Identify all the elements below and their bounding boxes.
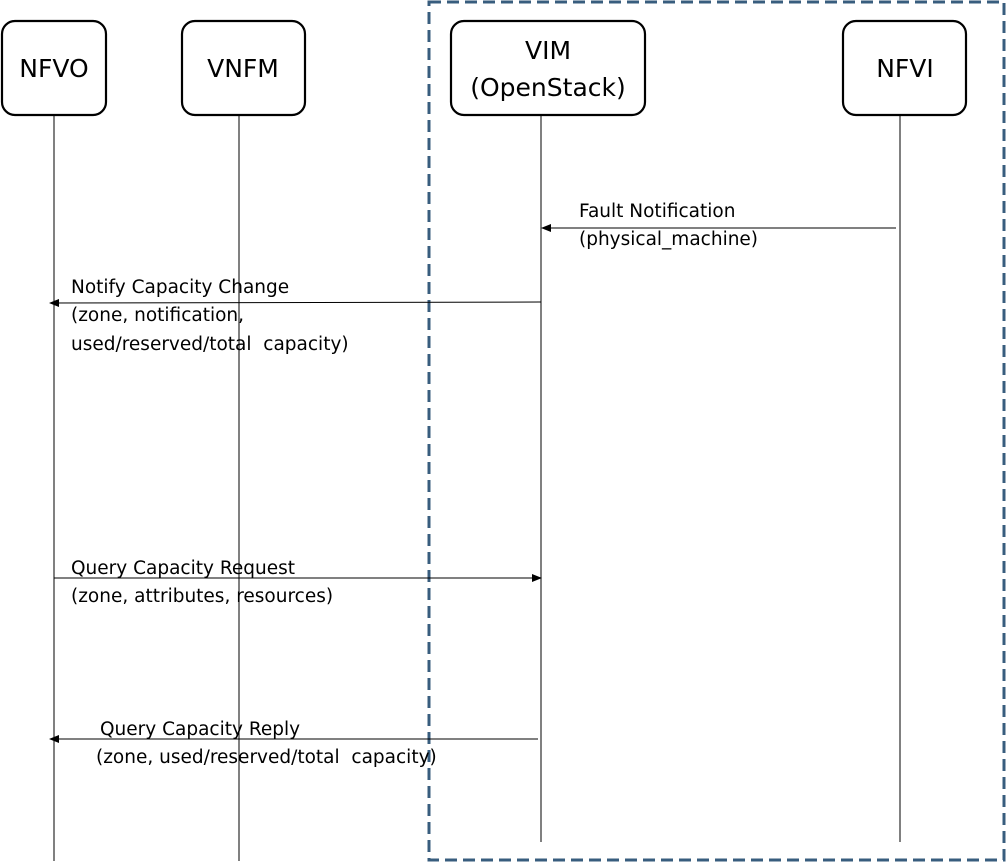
actor-nfvi-label: NFVI bbox=[876, 54, 934, 83]
message-query-capacity-reply: Query Capacity Reply (zone, used/reserve… bbox=[49, 719, 538, 768]
fault-notification-label-line2: (physical_machine) bbox=[579, 229, 758, 250]
query-capacity-reply-label-line2: (zone, used/reserved/total capacity) bbox=[96, 747, 437, 768]
query-capacity-request-label-line1: Query Capacity Request bbox=[71, 558, 295, 579]
actor-nfvi: NFVI bbox=[841, 19, 968, 117]
actor-vnfm-label: VNFM bbox=[207, 54, 279, 83]
actor-vnfm: VNFM bbox=[180, 19, 307, 117]
notify-capacity-change-label-line1: Notify Capacity Change bbox=[71, 277, 289, 298]
vim-nfvi-boundary bbox=[427, 0, 1006, 862]
notify-capacity-change-label-line2: (zone, notification, bbox=[71, 305, 244, 326]
actor-nfvo-label: NFVO bbox=[19, 54, 88, 83]
actor-vim-label-line2: (OpenStack) bbox=[470, 73, 626, 102]
actor-nfvo: NFVO bbox=[0, 19, 108, 117]
message-notify-capacity-change: Notify Capacity Change (zone, notificati… bbox=[49, 277, 542, 355]
message-query-capacity-request: Query Capacity Request (zone, attributes… bbox=[54, 558, 542, 607]
notify-capacity-change-label-line3: used/reserved/total capacity) bbox=[71, 334, 349, 355]
query-capacity-request-label-line2: (zone, attributes, resources) bbox=[71, 586, 333, 607]
message-fault-notification: Fault Notification (physical_machine) bbox=[541, 201, 896, 250]
fault-notification-label-line1: Fault Notification bbox=[579, 201, 735, 222]
notify-capacity-change-arrow bbox=[49, 298, 542, 307]
actor-vim: VIM (OpenStack) bbox=[449, 19, 647, 117]
query-capacity-reply-label-line1: Query Capacity Reply bbox=[100, 719, 300, 740]
actor-vim-label-line1: VIM bbox=[525, 36, 571, 65]
